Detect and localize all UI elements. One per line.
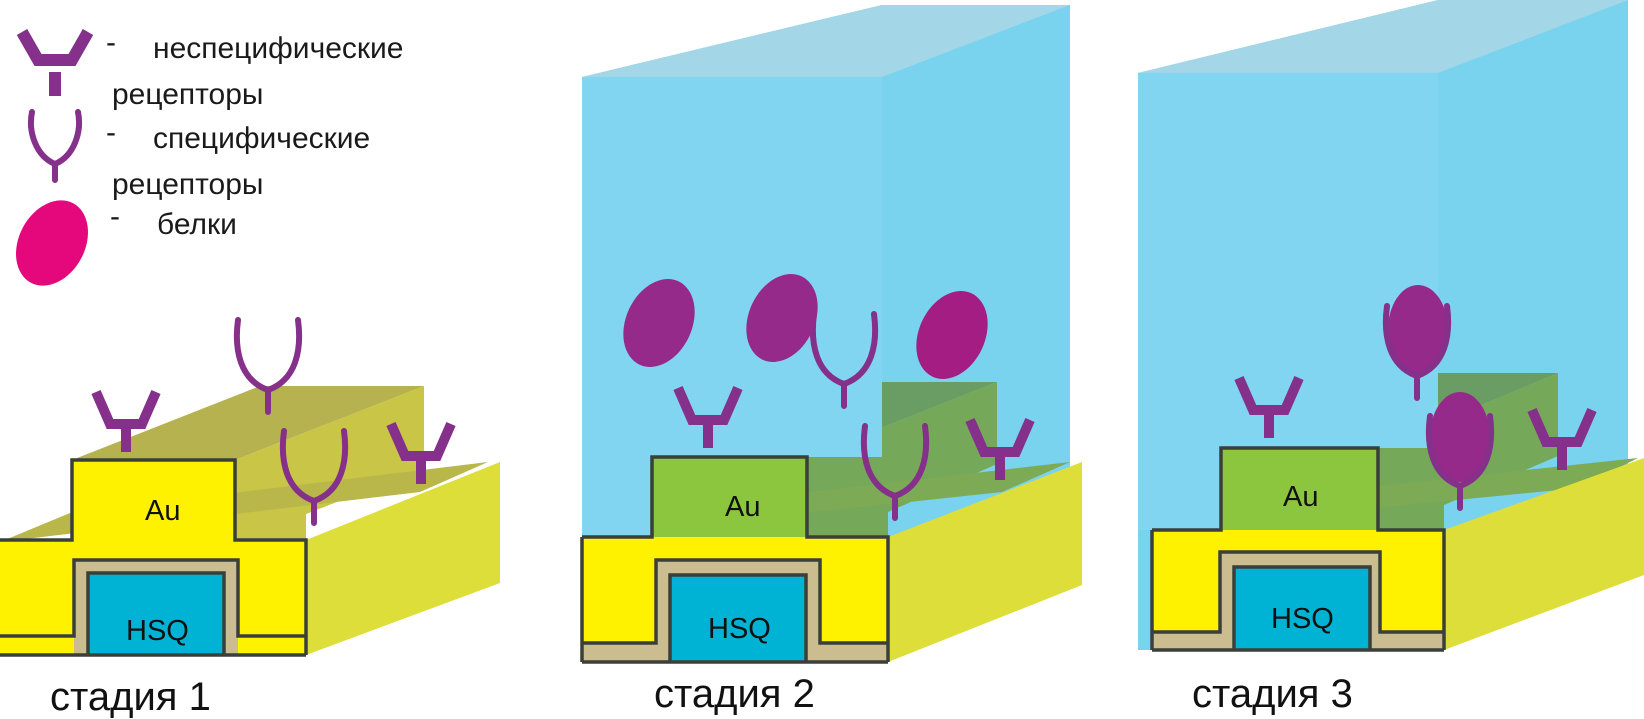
stage-1: Au HSQ стадия 1 <box>0 320 500 719</box>
legend-specific-line1: специфические <box>153 122 370 155</box>
legend-nonspecific-line2: рецепторы <box>112 78 263 111</box>
stage-3-hsq-label: HSQ <box>1271 603 1334 635</box>
stage-1-gold-front <box>0 460 306 655</box>
stage-3-label: стадия 3 <box>1192 672 1353 716</box>
stage-2: Au HSQ стадия 2 <box>580 5 1082 716</box>
stage-1-label: стадия 1 <box>50 675 211 719</box>
legend-nonspecific-line1: неспецифические <box>153 32 403 65</box>
u-receptor-icon <box>28 109 82 183</box>
legend-proteins-label: белки <box>157 208 237 241</box>
stage-2-protein <box>746 274 818 362</box>
legend-specific-receptor: - специфические рецепторы <box>28 109 370 201</box>
stage-1-au-label: Au <box>145 495 180 527</box>
legend-proteins: - белки <box>16 200 237 286</box>
stage-2-protein <box>916 291 988 379</box>
y-receptor-icon <box>16 29 94 96</box>
stage-2-hsq-label: HSQ <box>708 613 771 645</box>
stage-3: Au HSQ стадия 3 <box>1138 0 1644 716</box>
stage-2-label: стадия 2 <box>654 672 815 716</box>
stage-3-bound-protein <box>1388 285 1448 375</box>
legend: - неспецифические рецепторы - специфичес… <box>16 26 403 286</box>
stage-3-au-label: Au <box>1283 481 1318 513</box>
stage-3-bound-protein <box>1430 392 1490 482</box>
stage-2-au-front <box>652 457 807 537</box>
legend-dash-1: - <box>106 26 116 59</box>
legend-dash-3: - <box>110 200 120 233</box>
protein-ellipse-icon <box>16 200 88 286</box>
legend-dash-2: - <box>106 116 116 149</box>
stage-2-au-label: Au <box>725 491 760 523</box>
stage-2-protein <box>623 279 695 367</box>
legend-nonspecific-receptor: - неспецифические рецепторы <box>16 26 403 111</box>
stage-1-hsq-label: HSQ <box>126 615 189 647</box>
legend-specific-line2: рецепторы <box>112 168 263 201</box>
stage-3-au-front <box>1221 448 1378 530</box>
